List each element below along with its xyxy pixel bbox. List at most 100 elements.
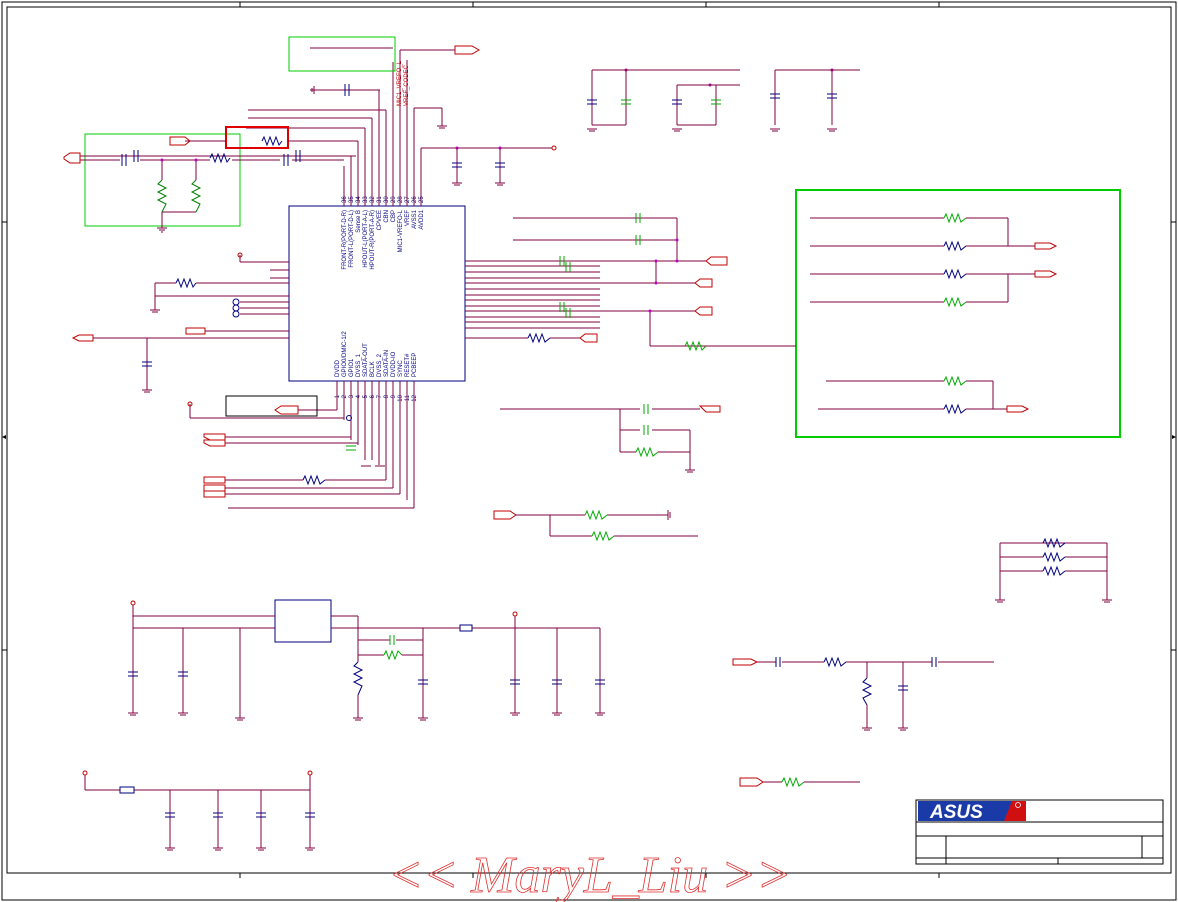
codec-pin-number: 7 (377, 394, 383, 398)
bottom-right-network (732, 656, 994, 788)
codec-bottom-pins: 1 DVDD 2 GPIO0/DMIC-1/2 3 GPIO1 4 DVSS_1 5 SDATA-… (335, 331, 418, 402)
border-arrow-left (2, 435, 6, 439)
codec-pin-number: 6 (370, 394, 376, 398)
border-arrow-right (1172, 435, 1176, 439)
mic-vref-labels: MIC1_VREFO_L VREF_CODEC (397, 60, 410, 106)
codec-pin-number: 33 (363, 196, 369, 203)
mid-right-network (500, 408, 700, 470)
codec-pin-number: 31 (377, 196, 383, 203)
power-filter-grounds (165, 847, 315, 851)
watermark: << MaryL_Liu >> (388, 847, 792, 902)
watermark-text: << MaryL_Liu >> (388, 847, 791, 902)
codec-pin-label: DVDD (335, 359, 341, 377)
codec-pin-label: SYNC (398, 360, 404, 377)
input-pulldown-resistors (156, 179, 202, 213)
regulator-grounds (128, 712, 605, 721)
codec-pin-label: RESET# (405, 353, 411, 377)
codec-pin-number: 26 (412, 196, 418, 203)
highlight-box-red-resistor (225, 126, 289, 149)
codec-pin-label: BCLK (370, 361, 376, 377)
codec-pin-number: 28 (398, 196, 404, 203)
codec-pin-label: GPIO1 (349, 358, 355, 377)
codec-pin-number: 29 (391, 196, 397, 203)
codec-pin-label: SDATA-IN (384, 350, 390, 377)
codec-pin-label: CBN (384, 210, 390, 223)
codec-pin-number: 11 (405, 394, 411, 401)
codec-pin-label: AVSS1 (412, 209, 418, 229)
right-output-arrows (579, 256, 728, 343)
front-input-network (80, 140, 358, 228)
mid-right-parts (635, 404, 721, 473)
codec-pin-number: 9 (391, 394, 397, 398)
codec-pin-label: VREF (405, 210, 411, 226)
codec-ic: 36FRONT-R(PORT-D-R)35FRONT-L(PORT-D-L)34… (288, 196, 466, 402)
right-side-resistors (527, 332, 551, 344)
codec-pin-label: GPIO0/DMIC-1/2 (342, 331, 348, 377)
codec-pin-number: 3 (349, 394, 355, 398)
right-side-caps (559, 213, 641, 318)
power-filter-bottom (82, 770, 313, 848)
codec-left-wires (93, 255, 289, 390)
right-network-resistors (684, 212, 967, 415)
bottom-pin-parts (187, 395, 385, 498)
codec-pin-label: SDATA-OUT (363, 343, 369, 377)
regulator-caps (128, 671, 605, 685)
codec-pin-label: HPOUT-L(PORT-A-L) (363, 210, 369, 268)
right-bottom-resistors (995, 537, 1112, 603)
title-block (915, 799, 1164, 865)
codec-pin-number: 4 (356, 394, 362, 398)
codec-pin-label: MIC1-VREFO-L (398, 209, 404, 252)
decoupling-caps-top (452, 69, 860, 183)
asus-logo: ASUS (918, 801, 1026, 823)
right-resistor-network (810, 217, 1035, 410)
codec-pin-number: 34 (356, 196, 362, 203)
codec-pin-label: DVSS_2 (377, 353, 383, 377)
junction-dots (160, 68, 834, 313)
pin-36-cap (314, 84, 350, 96)
codec-pin-number: 5 (363, 394, 369, 398)
codec-pin-number: 32 (370, 196, 376, 203)
codec-pin-number: 2 (342, 394, 348, 398)
codec-pin-number: 27 (405, 196, 411, 203)
ground-symbol-input (157, 227, 167, 233)
net-label-mic1-vrefo: MIC1_VREFO_L (397, 60, 403, 106)
codec-pin-label: HPOUT-R(PORT-A-R) (370, 210, 376, 270)
codec-pin-label: Sense B (356, 210, 362, 233)
power-filter-caps (165, 812, 315, 818)
codec-pin-number: 30 (384, 196, 390, 203)
codec-right-wires (465, 217, 796, 347)
ground-symbols-top (437, 125, 837, 186)
codec-pin-label: DVDD-IO (391, 351, 397, 377)
codec-pin-number: 36 (342, 196, 348, 203)
asus-logo-text: ASUS (929, 802, 983, 823)
highlight-box-vref (288, 36, 396, 72)
ground-symbol (311, 86, 315, 94)
pcbeep-network (493, 509, 698, 542)
right-network-arrows (1006, 242, 1058, 413)
codec-pin-number: 1 (335, 394, 341, 398)
codec-pin-number: 25 (419, 196, 425, 203)
codec-bottom-wires (189, 381, 415, 509)
input-connector-arrow (63, 136, 191, 164)
highlight-box-right-network (795, 189, 1121, 438)
voltage-regulator (130, 599, 601, 718)
codec-pin-number: 8 (384, 394, 390, 398)
codec-pin-number: 10 (398, 394, 404, 401)
net-label-vref-codec: VREF_CODEC (404, 64, 410, 106)
codec-pin-label: AVDD1 (419, 209, 425, 229)
input-resistors (175, 135, 283, 289)
codec-pin-number: 12 (412, 394, 418, 401)
codec-pin-label: DVSS_1 (356, 353, 362, 377)
codec-pin-number: 35 (349, 196, 355, 203)
codec-pin-label: CBP (391, 210, 397, 222)
codec-pin-label: FRONT-L(PORT-D-L) (349, 210, 355, 268)
codec-left-parts (71, 252, 243, 393)
codec-pin-label: CPVEE (377, 210, 383, 230)
input-caps (121, 150, 301, 166)
vref-output-arrow (454, 45, 557, 151)
codec-pin-label: PCBEEP (412, 353, 418, 377)
codec-pin-label: FRONT-R(PORT-D-R) (342, 210, 348, 270)
